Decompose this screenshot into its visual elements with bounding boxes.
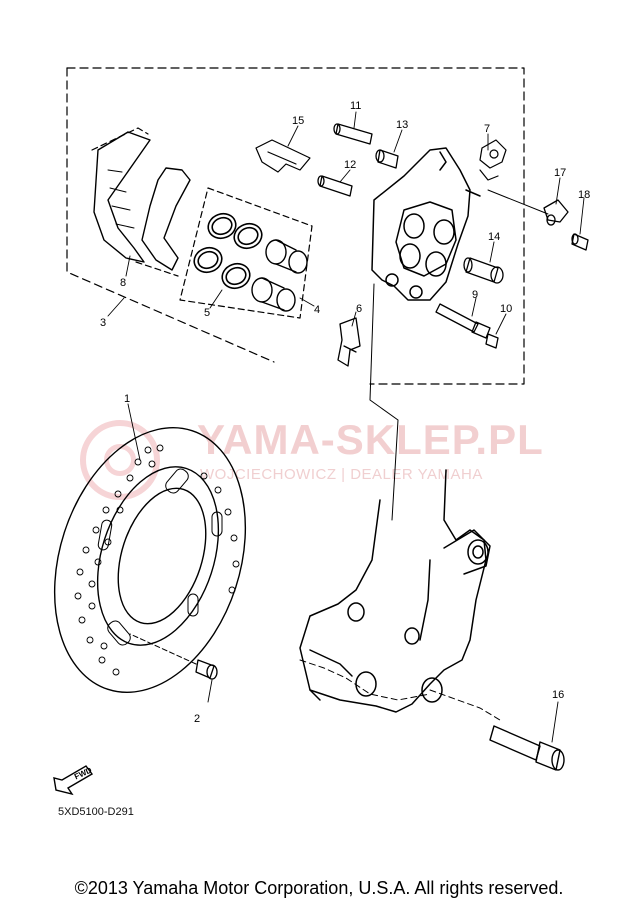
callout-10: 10	[500, 303, 512, 315]
bolt-9	[435, 303, 491, 339]
clip-6	[337, 317, 361, 367]
callout-11: 11	[350, 100, 361, 112]
callout-4: 4	[314, 304, 320, 316]
disc-holes	[74, 444, 240, 676]
callout-16: 16	[552, 689, 564, 701]
callout-14: 14	[488, 231, 500, 243]
callout-17: 17	[554, 167, 566, 179]
callout-3: 3	[100, 317, 106, 329]
copyright-notice: ©2013 Yamaha Motor Corporation, U.S.A. A…	[74, 878, 564, 898]
caliper-bolt-16	[489, 725, 565, 771]
callout-18: 18	[578, 189, 590, 201]
callout-13: 13	[396, 119, 408, 131]
fork-dashed-lines	[299, 659, 501, 721]
callout-2: 2	[194, 713, 200, 725]
pad-pin-11	[333, 123, 373, 145]
diagram-code: 5XD5100-D291	[58, 806, 134, 818]
brake-disc	[53, 427, 247, 693]
caliper-assembly-box	[66, 67, 525, 385]
plug-13	[375, 149, 399, 169]
watermark-title: YAMA-SKLEP.PL	[197, 416, 544, 463]
callout-15: 15	[292, 115, 304, 127]
leader-lines	[107, 111, 585, 743]
brake-pad-left	[93, 131, 151, 263]
pistons	[251, 239, 308, 312]
seal-kit-box	[179, 187, 313, 319]
callout-12: 12	[344, 159, 356, 171]
watermark-subtitle: WOJCIECHOWICZ | DEALER YAMAHA	[200, 466, 483, 483]
pad-spring	[255, 139, 311, 173]
piston-seals	[193, 212, 263, 290]
fwd-arrow-icon	[53, 765, 94, 796]
pad-pin-12	[317, 175, 353, 197]
bolt-18	[571, 233, 589, 251]
bracket-17	[543, 199, 569, 226]
assembly-leader-line	[369, 283, 399, 521]
front-fork-leg	[299, 469, 491, 713]
nut-10	[485, 333, 499, 349]
pad-set-dashed-box	[91, 127, 179, 277]
callout-7: 7	[484, 123, 490, 135]
callout-1: 1	[124, 393, 130, 405]
caliper-body	[371, 147, 481, 301]
bolt-14	[463, 257, 504, 284]
callout-9: 9	[472, 289, 478, 301]
callout-8: 8	[120, 277, 126, 289]
callout-5: 5	[204, 307, 210, 319]
brake-pad-right	[141, 167, 191, 271]
disc-bolt-2	[195, 659, 218, 680]
bleed-valve-7	[479, 139, 507, 181]
callout-6: 6	[356, 303, 362, 315]
